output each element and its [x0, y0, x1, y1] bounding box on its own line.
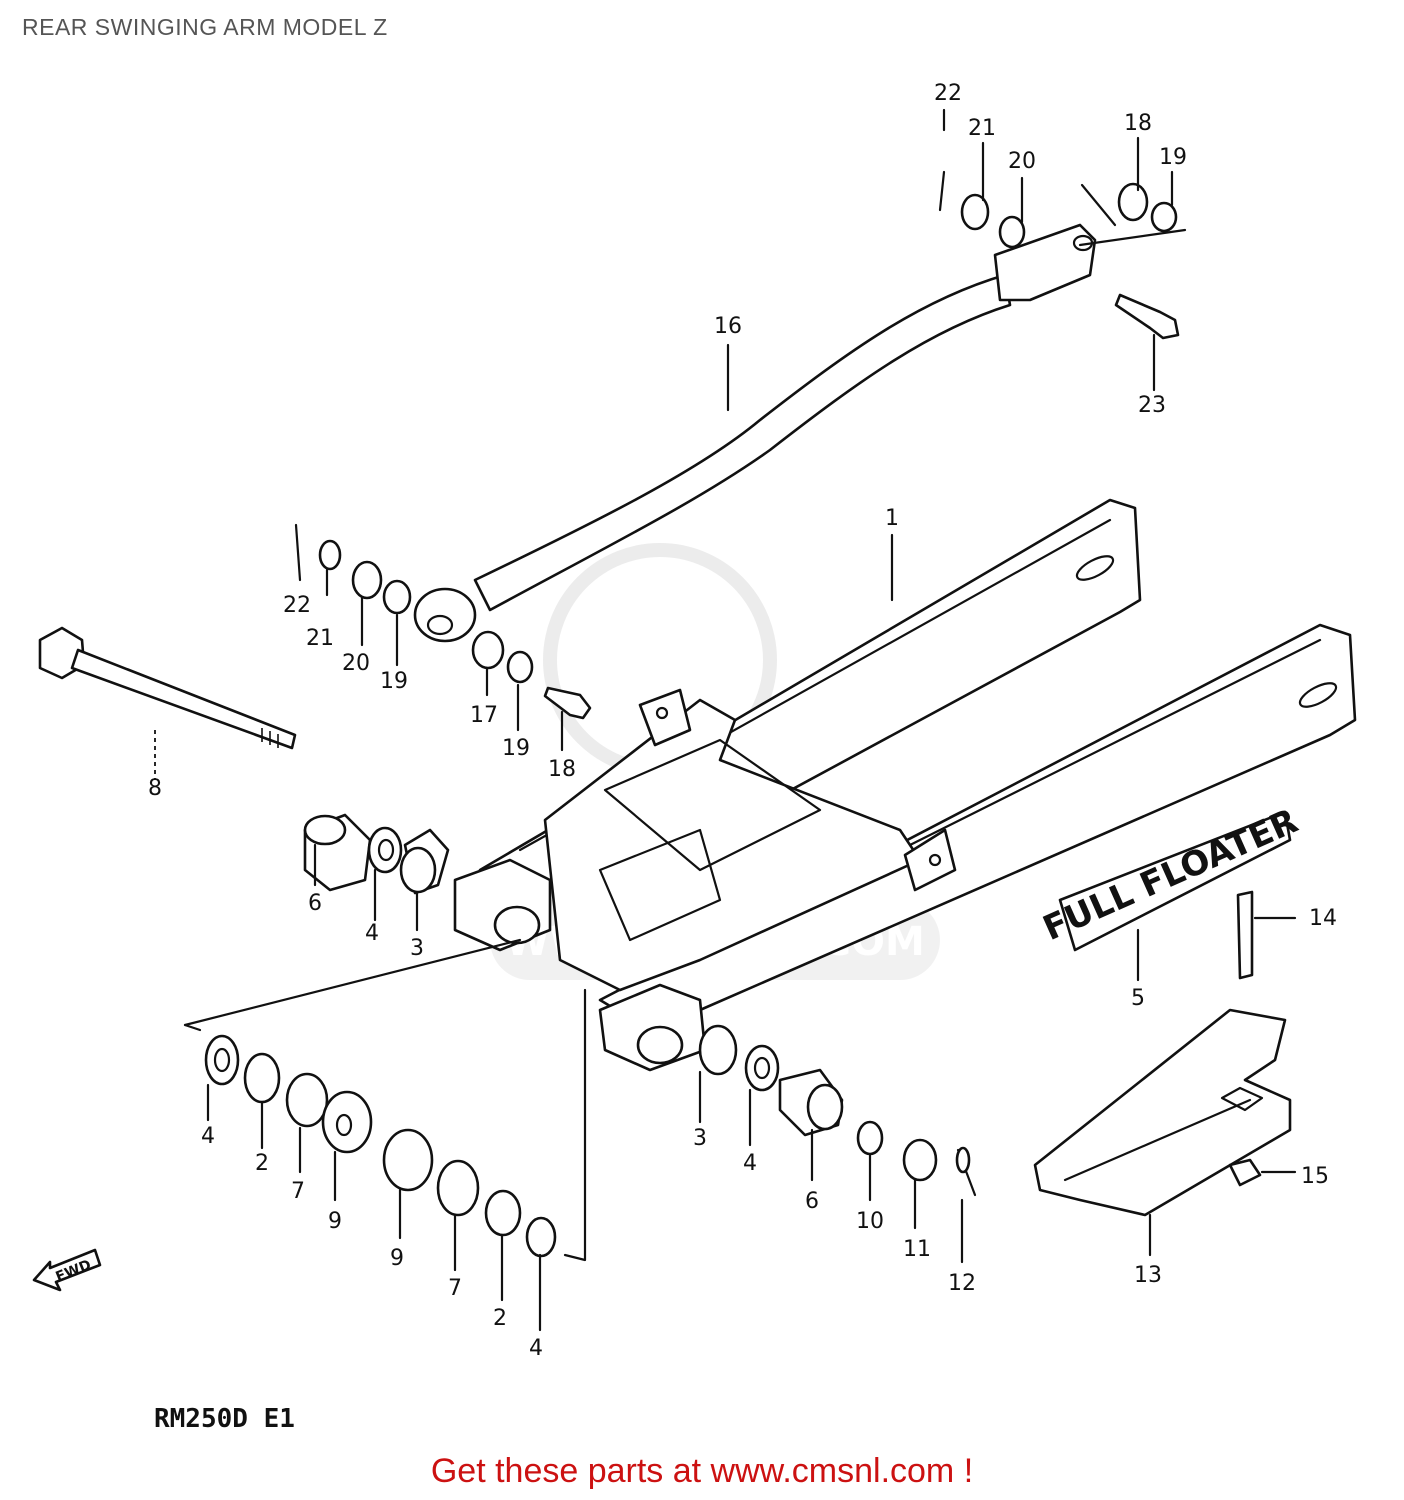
- callout-label: 12: [948, 1271, 976, 1296]
- callout-label: 2: [493, 1306, 507, 1331]
- model-code: RM250D E1: [154, 1404, 295, 1434]
- callout-label: 4: [529, 1336, 543, 1361]
- page-title: REAR SWINGING ARM MODEL Z: [22, 14, 388, 40]
- chain-buffer: [1033, 890, 1292, 1217]
- leader-lines: [154, 108, 1297, 1332]
- callout-label: 3: [410, 936, 424, 961]
- footer-link[interactable]: Get these parts at www.cmsnl.com !: [430, 1452, 974, 1490]
- callout-label: 8: [148, 776, 162, 801]
- callout-label: 20: [342, 651, 370, 676]
- callout-label: 6: [308, 891, 322, 916]
- callout-label: 13: [1134, 1263, 1162, 1288]
- assembly-lines: [183, 183, 1187, 1262]
- callout-label: 11: [903, 1237, 931, 1262]
- fwd-arrow: FWD: [32, 1248, 102, 1292]
- callout-label: 14: [1309, 906, 1337, 931]
- callout-label: 1: [885, 506, 899, 531]
- callout-label: 4: [201, 1124, 215, 1149]
- callout-label: 17: [470, 703, 498, 728]
- callout-label: 15: [1301, 1164, 1329, 1189]
- callout-label: 7: [291, 1179, 305, 1204]
- callout-label: 23: [1138, 393, 1166, 418]
- callout-label: 4: [743, 1151, 757, 1176]
- callout-label: 21: [306, 626, 334, 651]
- callout-label: 22: [934, 81, 962, 106]
- callout-label: 9: [390, 1246, 404, 1271]
- callout-label: 4: [365, 921, 379, 946]
- callout-label: 5: [1131, 986, 1145, 1011]
- callout-label: 10: [856, 1209, 884, 1234]
- callout-label: 19: [502, 736, 530, 761]
- callout-label: 9: [328, 1209, 342, 1234]
- callout-label: 20: [1008, 149, 1036, 174]
- hardware: [204, 170, 1180, 1258]
- callout-label: 6: [805, 1189, 819, 1214]
- callout-label: 18: [548, 757, 576, 782]
- pivot-axle: [38, 626, 297, 750]
- callout-label: 3: [693, 1126, 707, 1151]
- torque-link: [413, 223, 1097, 643]
- callout-label: 16: [714, 314, 742, 339]
- callout-label: 19: [1159, 145, 1187, 170]
- callout-label: 7: [448, 1276, 462, 1301]
- callout-labels: 1 2 2 3 3 4 4 4 4 5 6 6 7 7 8 9 9 10 11 …: [148, 81, 1337, 1361]
- swinging-arm: [453, 498, 1357, 1072]
- callout-label: 2: [255, 1151, 269, 1176]
- callout-label: 19: [380, 669, 408, 694]
- callout-label: 21: [968, 116, 996, 141]
- callout-label: 18: [1124, 111, 1152, 136]
- callout-label: 22: [283, 593, 311, 618]
